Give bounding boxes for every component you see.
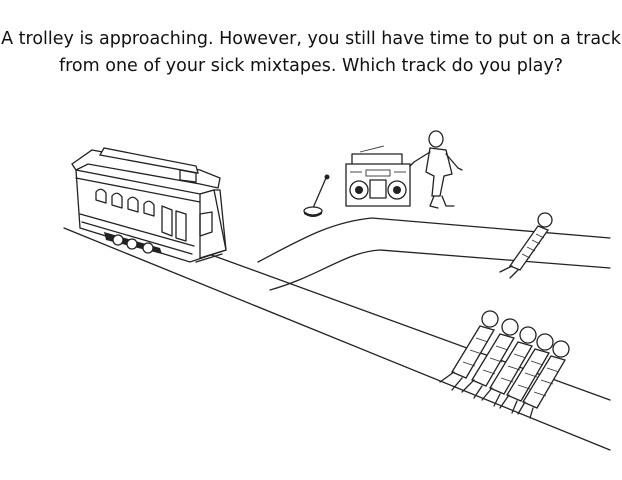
single-tied-person <box>499 212 553 279</box>
trolley-windows <box>95 188 213 242</box>
bystander-person <box>409 130 463 209</box>
trolley-wheels <box>104 232 223 263</box>
caption-line-2: from one of your sick mixtapes. Which tr… <box>58 56 564 76</box>
tied-person-2 <box>461 318 519 399</box>
track-switch-lever <box>303 174 330 217</box>
tied-person-3 <box>481 326 537 407</box>
trolley <box>71 147 227 263</box>
caption: A trolley is approaching. However, you s… <box>0 26 622 80</box>
side-track <box>257 217 611 291</box>
tied-person-5 <box>517 340 570 419</box>
tied-person-4 <box>499 333 554 414</box>
group-of-five-tied-people <box>439 310 570 419</box>
boombox <box>345 145 411 207</box>
caption-line-1: A trolley is approaching. However, you s… <box>1 29 621 49</box>
tied-person-1 <box>439 310 499 391</box>
